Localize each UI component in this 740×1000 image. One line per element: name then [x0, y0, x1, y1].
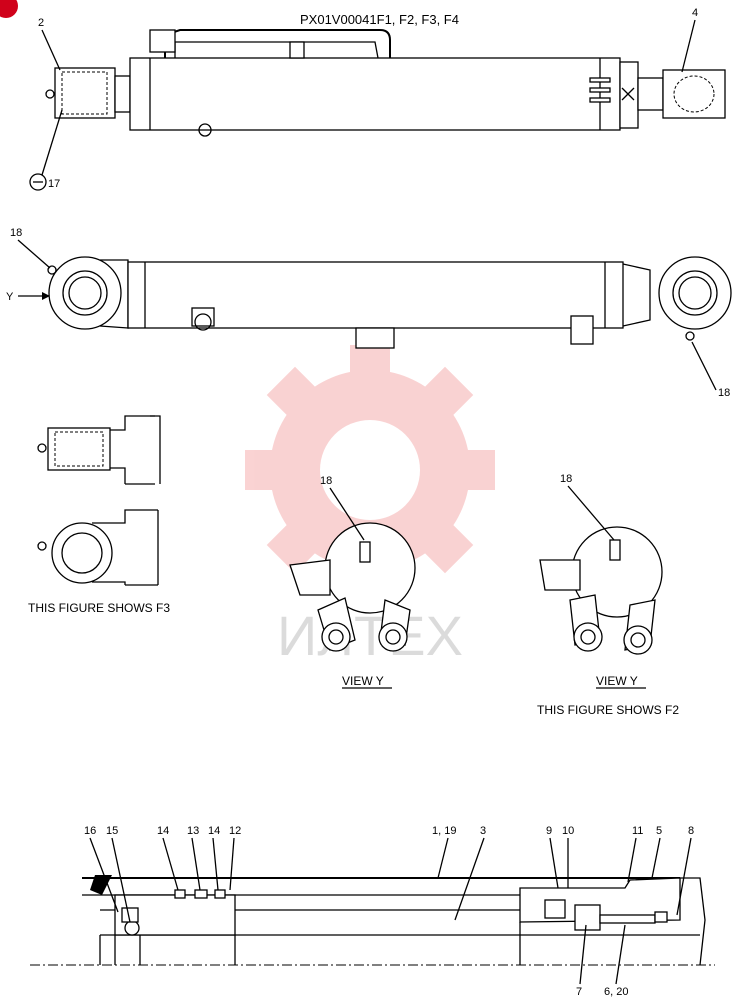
f3-detail-top: [37, 415, 161, 485]
callout-18-view2: 18: [560, 473, 572, 485]
callout-11: 11: [632, 825, 643, 837]
callout-18-left: 18: [10, 227, 22, 239]
f3-detail-bottom: [37, 509, 159, 586]
callout-9: 9: [546, 825, 552, 837]
callout-16: 16: [84, 825, 96, 837]
corner-mark-icon: [0, 0, 18, 18]
callout-1-19: 1, 19: [432, 825, 456, 837]
callout-4: 4: [692, 7, 698, 19]
arrow-right-icon: [18, 292, 50, 300]
caption-f2: THIS FIGURE SHOWS F2: [537, 703, 679, 717]
callout-12: 12: [229, 825, 241, 837]
callout-5: 5: [656, 825, 662, 837]
callout-18-view1: 18: [320, 475, 332, 487]
section-view: [30, 875, 715, 966]
callout-10: 10: [562, 825, 574, 837]
callout-17: 17: [48, 178, 60, 190]
watermark: ИЛТЕХ: [245, 345, 495, 667]
top-cylinder: [45, 29, 726, 137]
middle-cylinder: [47, 256, 732, 349]
grease-nipple-icon: [29, 173, 47, 191]
caption-view-y-2: VIEW Y: [596, 674, 638, 688]
view-y-2-drawing: [539, 526, 663, 655]
callout-18-right: 18: [718, 387, 730, 399]
view-y-1-drawing: [289, 522, 416, 652]
callout-6-20: 6, 20: [604, 986, 628, 998]
callout-8: 8: [688, 825, 694, 837]
callout-14b: 14: [208, 825, 220, 837]
callout-7: 7: [576, 986, 582, 998]
caption-view-y-1: VIEW Y: [342, 674, 384, 688]
drawing-title: PX01V00041F1, F2, F3, F4: [300, 12, 459, 27]
callout-14a: 14: [157, 825, 169, 837]
callout-15: 15: [106, 825, 118, 837]
callout-2: 2: [38, 17, 44, 29]
callout-13: 13: [187, 825, 199, 837]
caption-f3: THIS FIGURE SHOWS F3: [28, 601, 170, 615]
watermark-text: ИЛТЕХ: [277, 604, 463, 667]
callout-3: 3: [480, 825, 486, 837]
view-y-arrow-label: Y: [6, 291, 14, 303]
